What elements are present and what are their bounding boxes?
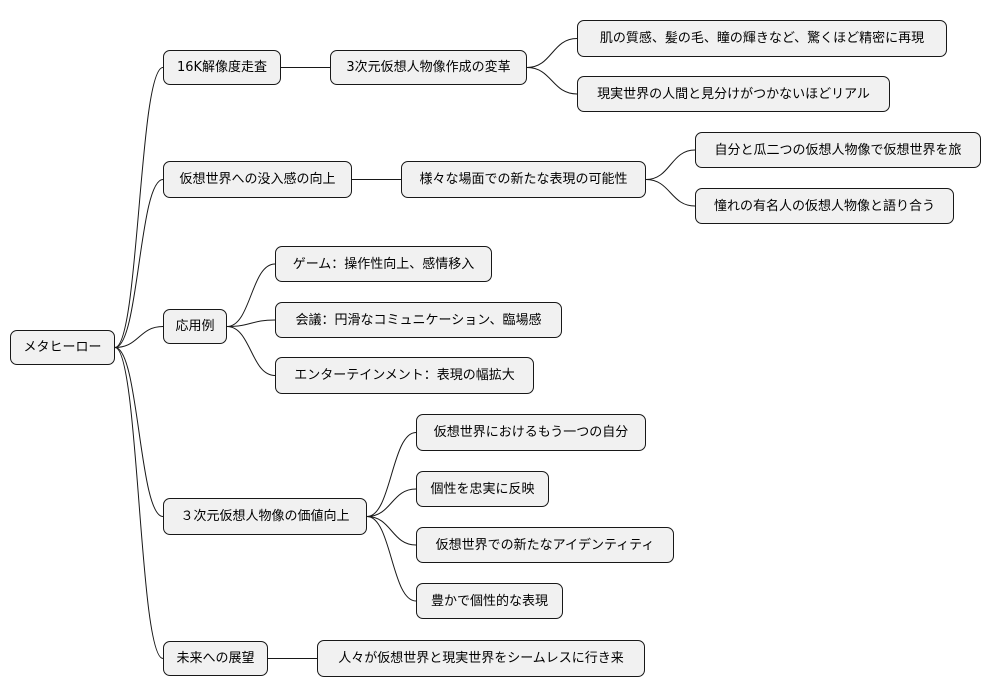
leaf-travel-with-twin-avatar: 自分と瓜二つの仮想人物像で仮想世界を旅 [695,132,981,168]
edge-branch-16k-scanning [114,67,164,348]
leaf-another-self: 仮想世界におけるもう一つの自分 [416,414,646,451]
edge-branch-immersion-improvement [114,179,164,348]
edge-branch-3d-avatar-value [114,347,164,517]
node-new-expression-possibilities: 様々な場面での新たな表現の可能性 [401,161,646,198]
edge-leaf-game-application [226,263,276,327]
edge-leaf-travel-with-twin-avatar [645,149,696,180]
branch-16k-scanning: 16K解像度走査 [163,50,281,85]
edge-leaf-precise-reproduction [526,38,578,68]
edge-leaf-new-identity [366,516,417,546]
root-node: メタヒーロー [10,330,115,365]
node-3d-avatar-revolution: 3次元仮想人物像作成の変革 [330,50,527,85]
edge-branch-future-outlook [114,347,164,659]
branch-3d-avatar-value: ３次元仮想人物像の価値向上 [163,498,367,535]
leaf-talk-with-celebrity-avatar: 憧れの有名人の仮想人物像と語り合う [695,188,954,224]
edge-leaf-rich-expression [366,516,417,602]
leaf-entertainment-application: エンターテインメント：表現の幅拡大 [275,357,534,394]
branch-applications: 応用例 [163,309,227,344]
edge-leaf-talk-with-celebrity-avatar [645,179,696,207]
leaf-rich-expression: 豊かで個性的な表現 [416,583,563,619]
leaf-game-application: ゲーム：操作性向上、感情移入 [275,246,492,282]
edge-leaf-another-self [366,432,417,517]
edge-leaf-entertainment-application [226,326,276,376]
branch-immersion-improvement: 仮想世界への没入感の向上 [163,161,352,198]
edge-branch-applications [114,326,164,348]
leaf-meeting-application: 会議：円滑なコミュニケーション、臨場感 [275,302,562,338]
leaf-faithful-individuality: 個性を忠実に反映 [416,471,549,507]
leaf-precise-reproduction: 肌の質感、髪の毛、瞳の輝きなど、驚くほど精密に再現 [577,20,947,57]
edge-leaf-indistinguishable-realism [526,67,578,95]
leaf-new-identity: 仮想世界での新たなアイデンティティ [416,527,674,563]
edge-leaf-faithful-individuality [366,488,417,517]
edge-leaf-meeting-application [226,319,276,327]
branch-future-outlook: 未来への展望 [163,641,268,676]
leaf-seamless-travel: 人々が仮想世界と現実世界をシームレスに行き来 [317,640,645,677]
leaf-indistinguishable-realism: 現実世界の人間と見分けがつかないほどリアル [577,76,890,112]
